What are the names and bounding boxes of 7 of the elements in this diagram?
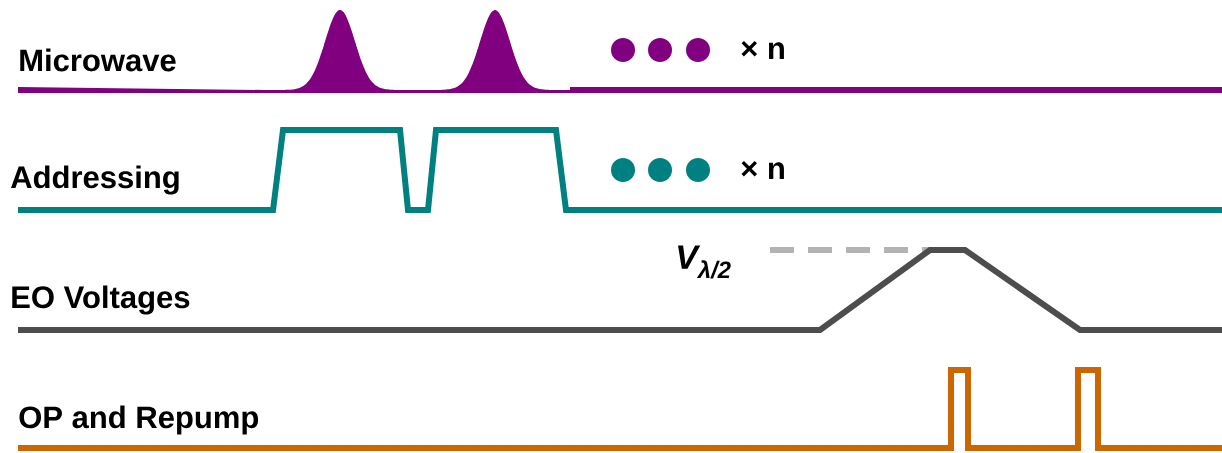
channel-label: Addressing (10, 165, 179, 195)
channel-label: Microwave (20, 48, 176, 72)
channel-label: EO Voltages (12, 285, 190, 315)
repeat-label: × n (741, 40, 784, 60)
repeat-label: × n (741, 160, 784, 180)
channel-label: OP and Repump (19, 405, 259, 435)
voltage-label: V$_{λ/2}$ (678, 245, 731, 279)
